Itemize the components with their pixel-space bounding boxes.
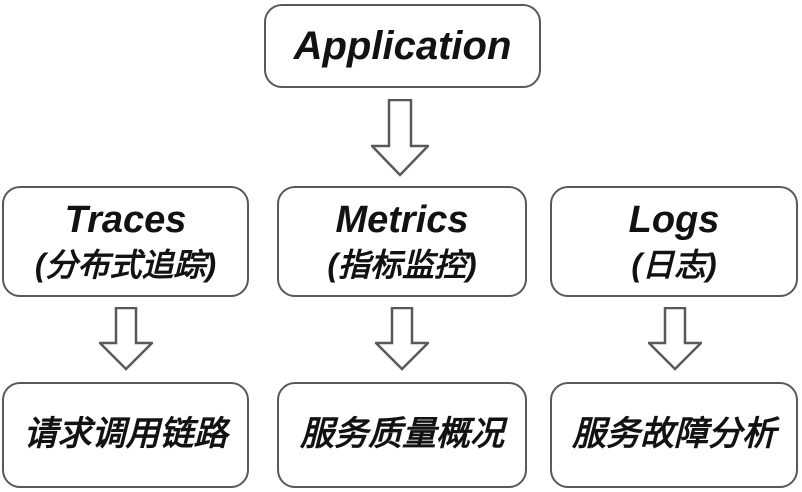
logs-node: Logs (日志) <box>550 186 798 297</box>
metrics-node: Metrics (指标监控) <box>277 186 527 297</box>
application-node: Application <box>264 4 541 88</box>
logs-outcome-node: 服务故障分析 <box>550 382 798 488</box>
metrics-outcome-label: 服务质量概况 <box>300 415 504 454</box>
application-label: Application <box>293 24 512 68</box>
metrics-subtitle: (指标监控) <box>327 246 477 283</box>
down-arrow-icon <box>648 307 702 371</box>
logs-subtitle: (日志) <box>631 246 717 283</box>
down-arrow-icon <box>371 99 429 177</box>
traces-title: Traces <box>64 199 187 241</box>
traces-outcome-label: 请求调用链路 <box>23 415 228 454</box>
down-arrow-icon <box>99 307 153 371</box>
traces-outcome-node: 请求调用链路 <box>2 382 249 488</box>
metrics-title: Metrics <box>335 199 469 241</box>
logs-title: Logs <box>628 199 720 241</box>
traces-subtitle: (分布式追踪) <box>34 246 217 283</box>
traces-node: Traces (分布式追踪) <box>2 186 249 297</box>
down-arrow-icon <box>375 307 429 371</box>
metrics-outcome-node: 服务质量概况 <box>277 382 527 488</box>
logs-outcome-label: 服务故障分析 <box>572 415 776 454</box>
